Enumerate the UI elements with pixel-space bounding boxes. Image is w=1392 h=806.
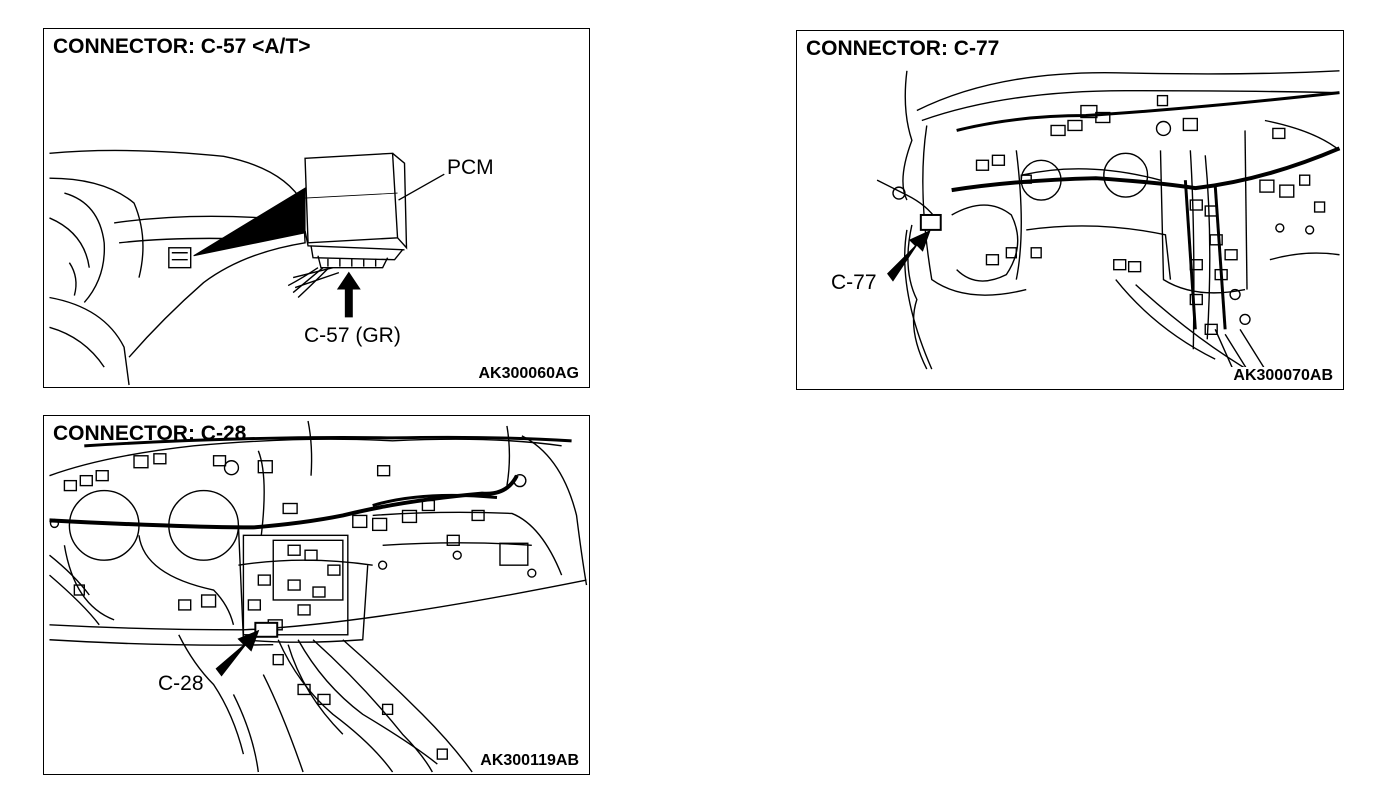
callout-c57: C-57 (GR) — [304, 324, 401, 347]
panel-title: CONNECTOR: C-77 — [806, 37, 1000, 60]
callout-pcm: PCM — [447, 156, 494, 179]
callout-c77: C-77 — [831, 271, 877, 294]
panel-title: CONNECTOR: C-57 <A/T> — [53, 35, 311, 58]
pcm-location-illustration — [49, 149, 445, 386]
figure-code: AK300119AB — [478, 752, 581, 770]
c77-location-illustration — [876, 70, 1341, 375]
figure-code: AK300070AB — [1231, 367, 1335, 385]
diagram-panel-c57: CONNECTOR: C-57 <A/T> PCM C-57 (GR) AK30… — [43, 28, 590, 388]
figure-code: AK300060AG — [476, 365, 581, 383]
panel-title: CONNECTOR: C-28 — [53, 422, 247, 445]
callout-c28: C-28 — [158, 672, 204, 695]
c28-location-illustration — [49, 420, 588, 773]
diagram-panel-c77: CONNECTOR: C-77 C-77 AK300070AB — [796, 30, 1344, 390]
diagram-panel-c28: CONNECTOR: C-28 C-28 AK300119AB — [43, 415, 590, 775]
